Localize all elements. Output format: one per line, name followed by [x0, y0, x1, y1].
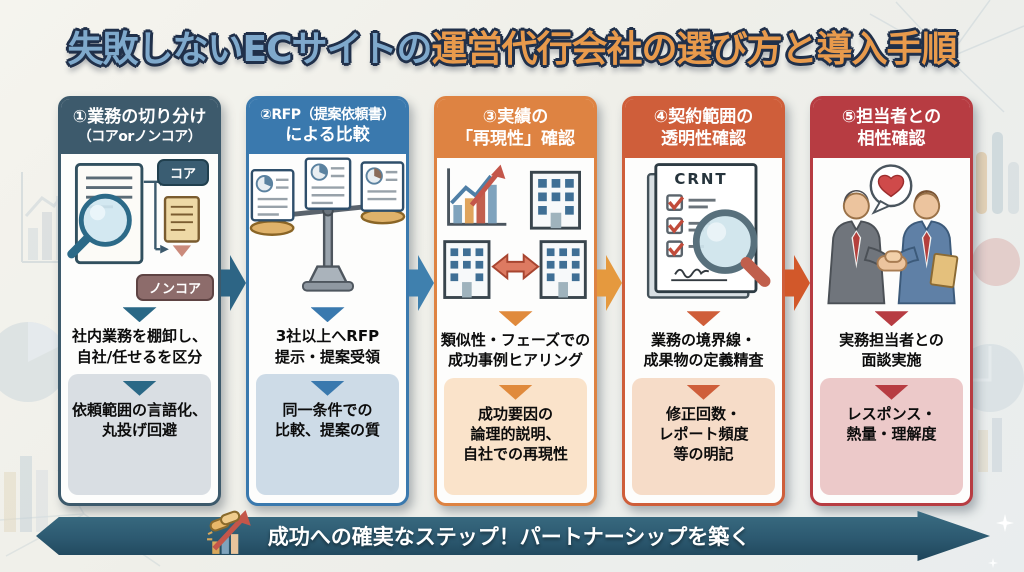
- contract-title-label: CRNT: [674, 170, 728, 189]
- step-5-result-box: レスポンス・ 熱量・理解度: [820, 377, 963, 495]
- sparkle-icon: [988, 558, 998, 568]
- step-card-3: ③実績の 「再現性」確認: [434, 96, 597, 506]
- down-triangle-icon: [874, 311, 909, 327]
- title-part-blue: 失敗しないECサイトの: [67, 29, 432, 70]
- title-part-orange: 運営代行会社の選び方と導入手順: [431, 29, 958, 70]
- compare-arrows-icon: [491, 253, 540, 281]
- sparkle-icon: [996, 514, 1014, 532]
- step-1-header-line1: ①業務の切り分け: [72, 107, 207, 127]
- office-building-icon: [539, 240, 587, 300]
- step-5-result-text: レスポンス・ 熱量・理解度: [846, 404, 937, 443]
- banner-arrow-band: [36, 511, 990, 561]
- step-1-result-text: 依頼範囲の言語化、 丸投げ回避: [71, 400, 207, 440]
- step-card-5: ⑤担当者との 相性確認: [810, 96, 973, 506]
- down-triangle-icon: [310, 307, 345, 323]
- step-2-result-box: 同一条件での 比較、提案の質: [256, 373, 399, 495]
- flow-arrow-right-icon: [597, 255, 622, 311]
- step-4-result-box: 修正回数・ レポート頻度 等の明記: [632, 377, 775, 495]
- folder-icon: [929, 253, 959, 289]
- step-1-header: ①業務の切り分け （コアorノンコア）: [61, 99, 218, 155]
- rfp-document-icons: [250, 157, 405, 222]
- step-3-action-text: 類似性・フェーズでの 成功事例ヒアリング: [440, 331, 591, 370]
- down-triangle-icon: [498, 311, 533, 327]
- heart-icon: [877, 174, 905, 198]
- down-triangle-icon: [122, 380, 157, 396]
- step-2-header-line2: による比較: [285, 125, 370, 146]
- office-building-icon: [529, 171, 581, 230]
- step-3-header-line2: 「再現性」確認: [456, 129, 575, 150]
- step-2-header: ②RFP（提案依頼書） による比較: [249, 99, 406, 155]
- steps-row: ①業務の切り分け （コアorノンコア）: [58, 96, 973, 506]
- magnifier-icon: [692, 209, 771, 288]
- down-triangle-icon: [686, 384, 721, 400]
- step-4-header-line1: ④契約範囲の: [653, 107, 754, 127]
- speech-bubble-heart-icon: [869, 164, 913, 215]
- down-triangle-icon: [310, 380, 345, 396]
- step-3-result-text: 成功要因の 論理的説明、 自社での再現性: [462, 404, 568, 464]
- banner-text: 成功への確実なステップ！パートナーシップを築く: [267, 525, 751, 549]
- handshake-growth-icon: [206, 510, 251, 554]
- magnifier-icon: [67, 194, 132, 259]
- step-5-illustration: [813, 158, 970, 306]
- small-down-arrow-icon: [172, 245, 192, 258]
- step-4-illustration: CRNT: [625, 158, 782, 306]
- step-card-4: ④契約範囲の 透明性確認: [622, 96, 785, 506]
- checkbox-list-icon: [666, 194, 716, 258]
- down-triangle-icon: [686, 311, 721, 327]
- step-5-header: ⑤担当者との 相性確認: [813, 99, 970, 159]
- down-triangle-icon: [874, 384, 909, 400]
- step-2-header-line1: ②RFP（提案依頼書）: [260, 107, 395, 123]
- bottom-banner: 成功への確実なステップ！パートナーシップを築く: [36, 510, 990, 561]
- step-3-header: ③実績の 「再現性」確認: [437, 99, 594, 159]
- step-card-2: ②RFP（提案依頼書） による比較: [246, 96, 409, 506]
- step-5-header-line2: 相性確認: [857, 129, 926, 150]
- step-3-header-line1: ③実績の: [482, 107, 549, 127]
- step-4-header-line2: 透明性確認: [661, 129, 746, 150]
- signature-icon: [671, 268, 728, 282]
- flow-arrow-right-icon: [221, 255, 246, 311]
- page-title: 失敗しないECサイトの運営代行会社の選び方と導入手順: [0, 20, 1024, 72]
- flow-arrow-right-icon: [409, 255, 434, 311]
- handshake-icon: [876, 250, 908, 272]
- growth-chart-icon: [447, 164, 507, 226]
- flow-arrow-right-icon: [785, 255, 810, 311]
- step-4-header: ④契約範囲の 透明性確認: [625, 99, 782, 159]
- step-3-illustration: [437, 158, 594, 306]
- sub-document-icon: [163, 196, 200, 243]
- step-4-action-text: 業務の境界線・ 成果物の定義精査: [643, 331, 764, 370]
- businessman-left-icon: [827, 190, 892, 305]
- down-triangle-icon: [498, 384, 533, 400]
- step-1-action-text: 社内業務を棚卸し、 自社/任せるを区分: [71, 327, 207, 366]
- businessman-right-icon: [891, 190, 959, 305]
- step-1-header-line2: （コアorノンコア）: [77, 129, 202, 146]
- step-1-illustration: コア ノンコア: [61, 154, 218, 302]
- step-card-1: ①業務の切り分け （コアorノンコア）: [58, 96, 221, 506]
- step-2-result-text: 同一条件での 比較、提案の質: [274, 400, 380, 440]
- step-3-result-box: 成功要因の 論理的説明、 自社での再現性: [444, 377, 587, 495]
- step-5-action-text: 実務担当者との 面談実施: [839, 331, 944, 370]
- step-2-illustration: [249, 154, 406, 302]
- step-1-result-box: 依頼範囲の言語化、 丸投げ回避: [68, 373, 211, 495]
- core-badge: コア: [156, 159, 209, 187]
- step-2-action-text: 3社以上へRFP 提示・提案受領: [274, 327, 380, 366]
- noncore-badge: ノンコア: [135, 274, 214, 302]
- step-5-header-line1: ⑤担当者との: [841, 107, 942, 127]
- step-4-result-text: 修正回数・ レポート頻度 等の明記: [658, 404, 749, 464]
- office-building-icon: [443, 240, 491, 300]
- down-triangle-icon: [122, 307, 157, 323]
